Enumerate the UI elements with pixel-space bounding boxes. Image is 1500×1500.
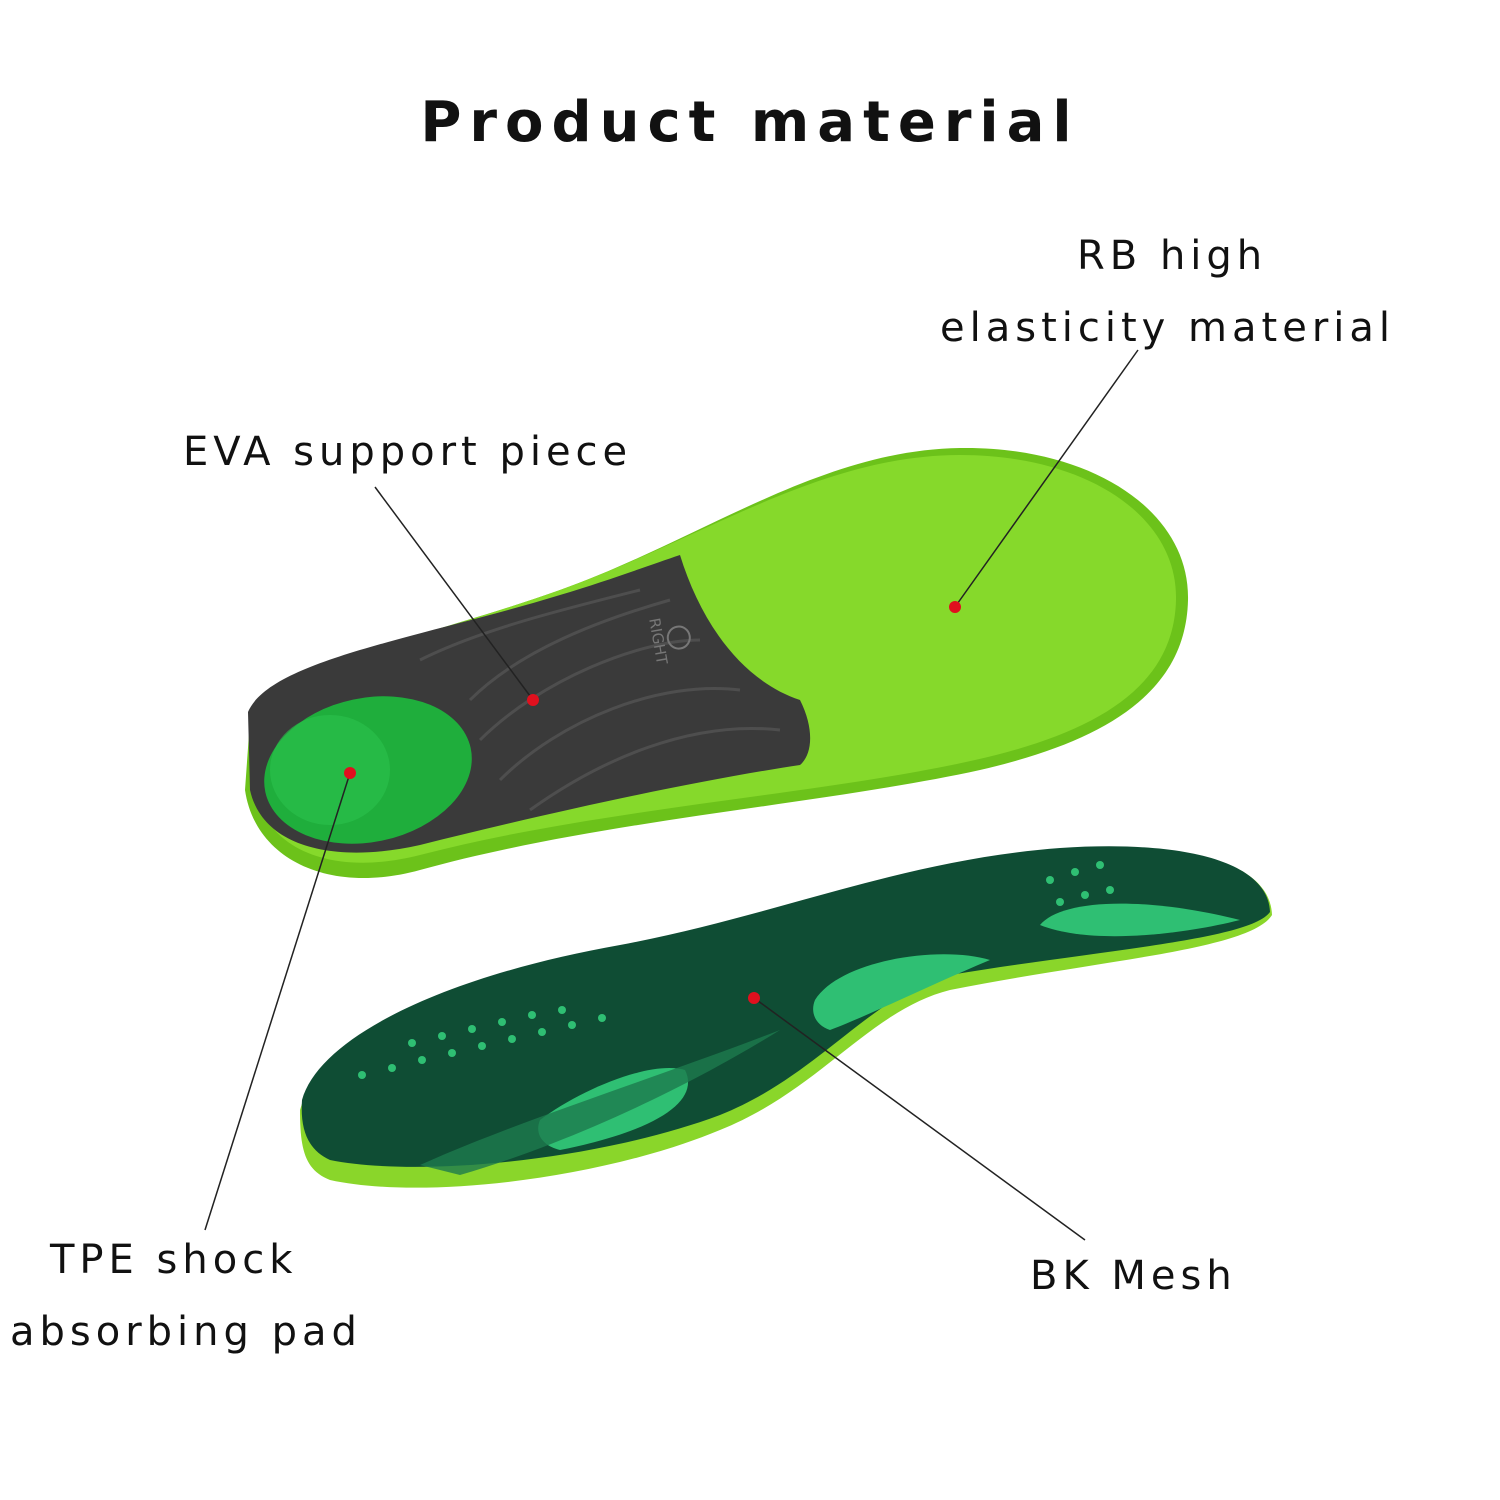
leader-line-tpe bbox=[204, 772, 351, 1231]
leader-lines bbox=[204, 349, 1139, 1241]
marker-dot-rb bbox=[949, 601, 961, 613]
label-tpe-line2: absorbing pad bbox=[10, 1309, 362, 1355]
label-eva: EVA support piece bbox=[183, 429, 633, 475]
mesh-dots bbox=[358, 861, 1114, 1079]
label-rb-line2: elasticity material bbox=[940, 305, 1395, 351]
marker-dots bbox=[344, 601, 961, 1004]
mesh-accent-arch bbox=[813, 954, 990, 1030]
mesh-accent-stripe bbox=[420, 1030, 780, 1175]
leader-line-rb bbox=[954, 349, 1139, 608]
marker-dot-eva bbox=[527, 694, 539, 706]
top-insole: RIGHT bbox=[245, 447, 1189, 879]
label-tpe-line1: TPE shock bbox=[50, 1237, 298, 1283]
mesh-accent-heel bbox=[1040, 903, 1240, 937]
marker-dot-bk bbox=[748, 992, 760, 1004]
label-bk-mesh: BK Mesh bbox=[1030, 1253, 1237, 1299]
leader-line-eva bbox=[374, 486, 534, 701]
leader-line-bk bbox=[753, 997, 1086, 1241]
bottom-insole-mesh bbox=[301, 846, 1271, 1167]
label-rb-line1: RB high bbox=[1077, 233, 1268, 279]
gel-highlight bbox=[270, 715, 390, 825]
page-title: Product material bbox=[420, 90, 1080, 155]
marker-dot-tpe bbox=[344, 767, 356, 779]
bottom-insole bbox=[300, 846, 1272, 1188]
eva-contour-lines bbox=[419, 588, 781, 812]
